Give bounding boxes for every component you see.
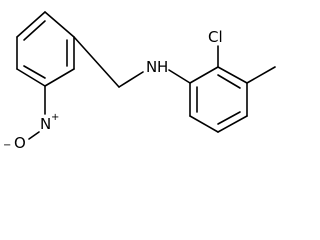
- bond: [44, 68, 75, 87]
- amine-n-label: N: [146, 58, 157, 76]
- nitro-n-label: N: [40, 115, 51, 133]
- double-bond-inner: [23, 20, 46, 41]
- nitro-o-label: O: [14, 134, 26, 152]
- double-bond-inner: [217, 111, 241, 125]
- chloromethylphenyl-ring: [189, 66, 248, 133]
- nitro-n-charge: +: [51, 112, 59, 123]
- bond: [217, 66, 248, 84]
- methyl-bond: [246, 66, 276, 84]
- double-bond-inner: [23, 65, 46, 79]
- nitrophenyl-ring: [16, 11, 75, 87]
- nitro-o-charge: −: [3, 140, 11, 151]
- bond: [16, 68, 46, 87]
- nitro-group: N + O −: [3, 85, 59, 152]
- n-o-bond: [28, 131, 40, 140]
- amine-group: N H: [146, 58, 168, 76]
- structure-canvas: N + O − N H Cl: [3, 11, 276, 152]
- double-bond-inner: [217, 74, 241, 89]
- nh-aryl-bond: [168, 69, 191, 84]
- bond: [217, 115, 248, 133]
- bond: [16, 11, 46, 38]
- bond: [44, 11, 75, 38]
- molecule-structure: N + O − N H Cl: [3, 11, 276, 152]
- chloro-label: Cl: [208, 28, 223, 46]
- ch2-nh-bond: [118, 71, 144, 88]
- bond: [189, 115, 219, 133]
- amine-h-label: H: [157, 58, 168, 76]
- bond: [189, 66, 219, 84]
- ch2-bond: [73, 36, 120, 88]
